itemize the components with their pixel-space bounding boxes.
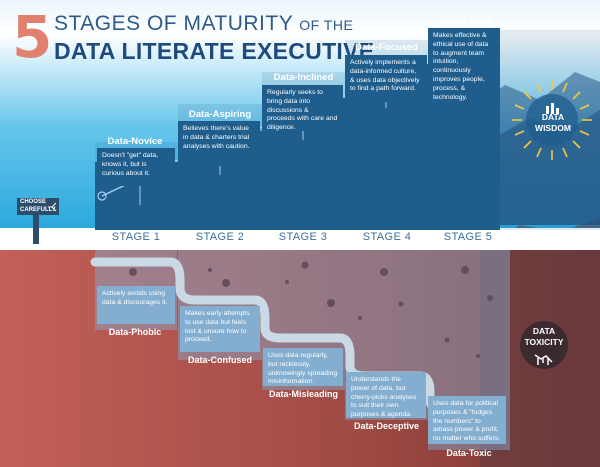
pipe <box>90 257 505 415</box>
title-line-1: STAGES OF MATURITY OF THE <box>54 12 353 36</box>
rail-end <box>97 191 107 201</box>
data-wisdom-badge: DATA WISDOM <box>535 112 571 133</box>
upper-name-4: Data-Focused <box>355 42 418 53</box>
stage-label-5: STAGE 5 <box>443 231 493 243</box>
bubbles <box>123 261 493 358</box>
upper-box-2: Believes there's value in data & charter… <box>178 121 260 166</box>
sun-icon <box>512 80 592 160</box>
lower-box-2: Makes early attempts to use data but fee… <box>180 306 260 352</box>
lower-name-3: Data-Misleading <box>268 389 338 399</box>
upper-name-3: Data-Inclined <box>273 72 334 83</box>
title-line-1b: OF THE <box>299 17 354 33</box>
signpost-pole <box>33 214 39 244</box>
stage-band <box>0 228 600 250</box>
lower-box-4: Understands the power of data, but cherr… <box>346 372 426 418</box>
lower-box-3: Uses data regularly, but recklessly, unk… <box>263 348 343 386</box>
fork-icon <box>48 202 57 212</box>
mountain-front <box>490 110 600 225</box>
upper-box-4: Actively implements a data-informed cult… <box>345 55 427 102</box>
upper-name-1: Data-Novice <box>107 136 163 147</box>
lower-name-4: Data-Deceptive <box>353 421 420 431</box>
lower-box-1: Actively avoids using data & discourages… <box>97 286 175 324</box>
upper-name-2: Data-Aspiring <box>188 109 252 120</box>
title-line-2: DATA LITERATE EXECUTIVE <box>54 38 375 64</box>
choose-carefully-sign: CHOOSE CAREFULLY <box>17 198 59 215</box>
upper-box-5: Makes effective & ethical use of data to… <box>428 28 500 101</box>
choose-carefully-label: CHOOSE CAREFULLY <box>20 199 56 213</box>
upper-name-5: Data-Wise <box>446 16 492 27</box>
title-number: 5 <box>12 3 53 71</box>
data-toxicity-badge: DATA TOXICITY <box>524 326 564 347</box>
stage-label-4: STAGE 4 <box>362 231 412 243</box>
title-line-1a: STAGES OF MATURITY <box>54 12 293 35</box>
stage-label-3: STAGE 3 <box>278 231 328 243</box>
lower-box-5: Uses data for political purposes & "fudg… <box>428 396 506 444</box>
toxicity-icon <box>520 321 568 369</box>
lower-name-5: Data-Toxic <box>446 448 492 458</box>
lower-name-1: Data-Phobic <box>108 327 162 337</box>
upper-box-3: Regularly seeks to bring data into discu… <box>262 85 343 131</box>
stage-label-1: STAGE 1 <box>111 231 161 243</box>
stage-label-2: STAGE 2 <box>195 231 245 243</box>
lower-name-2: Data-Confused <box>187 355 252 365</box>
bar-chart-icon <box>546 103 559 114</box>
upper-box-1: Doesn't "get" data, knows it, but is cur… <box>97 148 175 186</box>
